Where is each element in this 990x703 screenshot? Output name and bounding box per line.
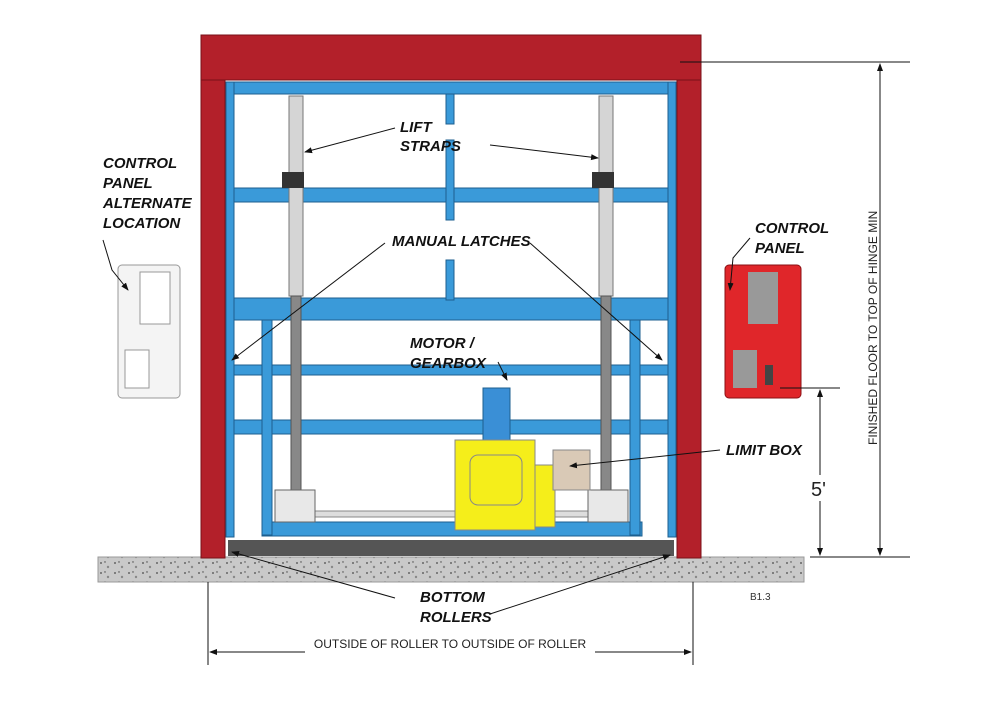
concrete-floor [97, 556, 805, 583]
control-panel-alternate [117, 264, 181, 399]
dimension-width: OUTSIDE OF ROLLER TO OUTSIDE OF ROLLER [314, 637, 587, 651]
label-bottom: BOTTOM [420, 589, 485, 606]
blue-lift-frame [225, 81, 677, 538]
label-panel: PANEL [755, 240, 805, 257]
bottom-roller-track [228, 540, 674, 556]
red-door-frame [200, 34, 702, 559]
label-cp-alt-2: PANEL [103, 175, 153, 192]
right-pulley [587, 489, 629, 523]
label-rollers: ROLLERS [420, 609, 492, 626]
label-limit-box: LIMIT BOX [726, 442, 803, 459]
label-control: CONTROL [755, 220, 829, 237]
left-pulley [274, 489, 316, 523]
drawing-id: B1.3 [750, 592, 771, 603]
dimension-finished-floor: FINISHED FLOOR TO TOP OF HINGE MIN [866, 211, 880, 445]
limit-box [552, 449, 591, 491]
label-lift: LIFT [400, 119, 433, 136]
label-straps: STRAPS [400, 138, 461, 155]
dimension-5ft: 5' [811, 479, 826, 501]
label-cp-alt-1: CONTROL [103, 155, 177, 172]
label-gearbox: GEARBOX [410, 355, 487, 372]
motor-gearbox [454, 387, 556, 531]
label-motor: MOTOR / [410, 335, 476, 352]
leader-lines [102, 127, 751, 615]
control-panel [724, 264, 802, 399]
label-manual-latches: MANUAL LATCHES [392, 233, 531, 250]
label-cp-alt-4: LOCATION [103, 215, 181, 232]
label-cp-alt-3: ALTERNATE [102, 195, 193, 212]
